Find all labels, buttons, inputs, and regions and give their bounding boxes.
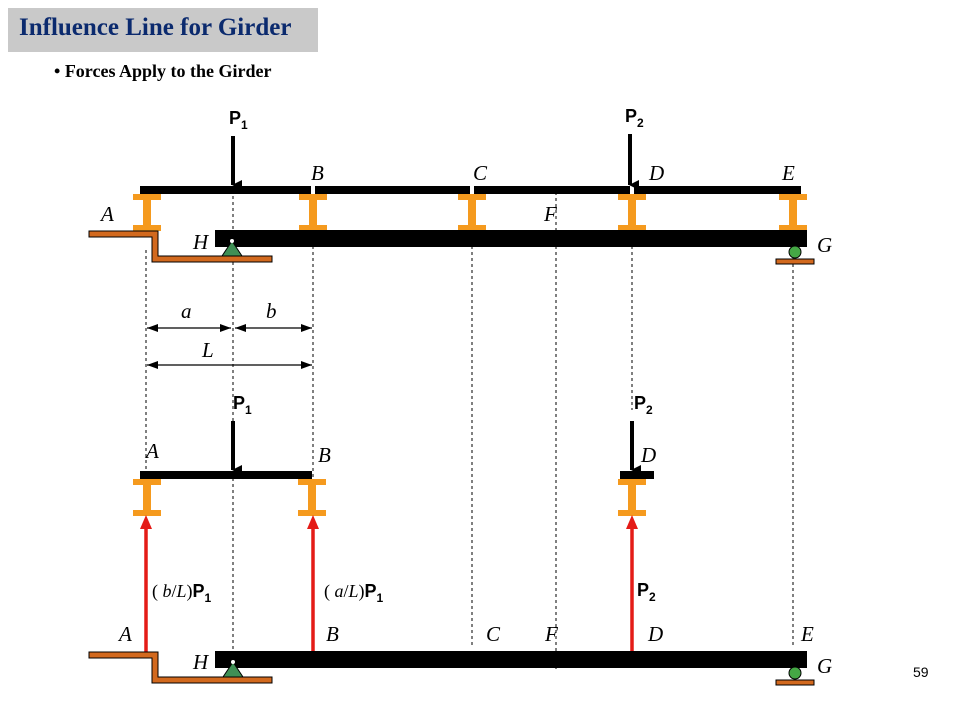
title-band	[8, 8, 318, 52]
label-b-fbd: B	[318, 443, 331, 467]
label-h-top: H	[192, 230, 210, 254]
dim-b-arrow-left	[235, 324, 246, 332]
label-p2-fbd: P2	[634, 393, 653, 417]
stringer-ab	[140, 186, 311, 194]
label-a-bottom: A	[117, 622, 132, 646]
label-dim-l: L	[201, 338, 214, 362]
label-f-bottom: F	[544, 622, 558, 646]
roller-plate-bottom	[775, 679, 815, 686]
dim-l-arrow-right	[301, 361, 312, 369]
label-e-bottom: E	[800, 622, 814, 646]
pin-dot-top	[230, 239, 234, 243]
label-dim-b: b	[266, 299, 277, 323]
label-g-top: G	[817, 233, 832, 257]
label-a-fbd: A	[144, 439, 159, 463]
label-reaction-left: ( b/L)P1	[152, 581, 212, 605]
stringer-ab-fbd	[140, 471, 312, 479]
pin-support-bottom	[222, 661, 244, 678]
label-f-top: F	[543, 202, 557, 226]
stringer-de	[634, 186, 801, 194]
bullet-forces: • Forces Apply to the Girder	[54, 61, 272, 81]
label-e-top: E	[781, 161, 795, 185]
pin-dot-bottom	[231, 660, 235, 664]
label-c-bottom: C	[486, 622, 501, 646]
slide-title: Influence Line for Girder	[19, 14, 292, 41]
reaction-arrowhead-b	[307, 515, 319, 529]
label-c-top: C	[473, 161, 488, 185]
stringer-d-fbd	[620, 471, 654, 479]
label-b-bottom: B	[326, 622, 339, 646]
reaction-arrowhead-d	[626, 515, 638, 529]
floor-beam-a-fbd	[133, 479, 161, 516]
stringer-cd	[474, 186, 630, 194]
pin-support-top	[221, 240, 243, 257]
label-p2-top: P2	[625, 106, 644, 130]
floor-beam-a	[133, 194, 161, 231]
left-base-top	[88, 230, 273, 263]
roller-top	[788, 245, 802, 259]
label-d-top: D	[648, 161, 664, 185]
label-p1-top: P1	[229, 108, 248, 132]
label-h-bottom: H	[192, 650, 210, 674]
label-reaction-right: ( a/L)P1	[324, 581, 384, 605]
stringer-free-body: P1 P2 A B D	[133, 393, 656, 516]
reaction-arrows: ( b/L)P1 ( a/L)P1 P2	[140, 515, 656, 652]
dim-a-arrow-left	[147, 324, 158, 332]
page-number: 59	[913, 664, 929, 680]
dim-a-arrow-right	[220, 324, 231, 332]
label-d-bottom: D	[647, 622, 663, 646]
floor-beam-d	[618, 194, 646, 231]
dim-l-arrow-left	[147, 361, 158, 369]
roller-plate-top	[775, 258, 815, 265]
bottom-system: A B C F D E H G	[88, 622, 832, 686]
floor-beam-e	[779, 194, 807, 231]
label-a-top: A	[99, 202, 114, 226]
floor-beam-b	[299, 194, 327, 231]
top-system: P1 P2 B C D E F A H G	[88, 106, 832, 265]
girder-top	[215, 230, 807, 247]
floor-beam-c	[458, 194, 486, 231]
roller-bottom	[788, 666, 802, 680]
left-base-bottom	[88, 651, 273, 684]
floor-beam-d-fbd	[618, 479, 646, 516]
bullet-text: Forces Apply to the Girder	[64, 61, 272, 81]
label-d-fbd: D	[640, 443, 656, 467]
label-dim-a: a	[181, 299, 192, 323]
label-p1-fbd: P1	[233, 393, 252, 417]
label-g-bottom: G	[817, 654, 832, 678]
label-reaction-p2: P2	[637, 580, 656, 604]
label-b-top: B	[311, 161, 324, 185]
floor-beam-b-fbd	[298, 479, 326, 516]
stringer-bc	[315, 186, 470, 194]
girder-bottom	[215, 651, 807, 668]
reaction-arrowhead-a	[140, 515, 152, 529]
dimensions: a b L	[147, 299, 312, 369]
dim-b-arrow-right	[301, 324, 312, 332]
